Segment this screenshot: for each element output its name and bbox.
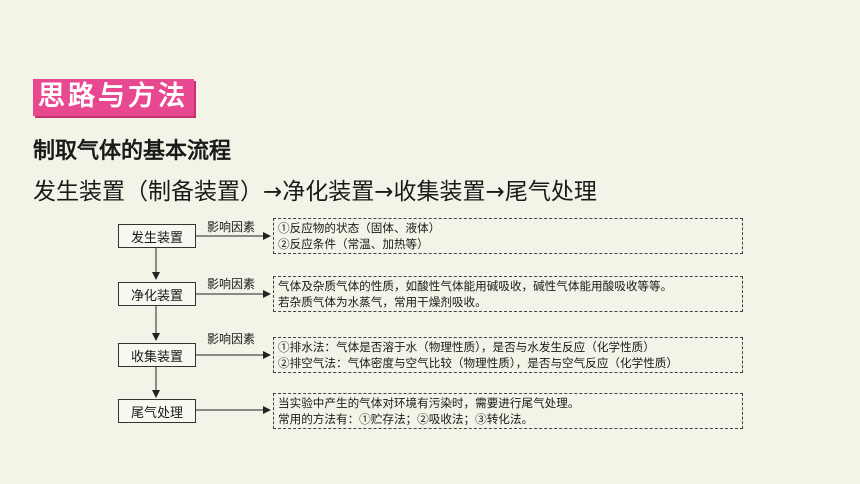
info-line: 气体及杂质气体的性质，如酸性气体能用碱吸收，碱性气体能用酸吸收等等。: [278, 279, 673, 293]
info-line: 常用的方法有：①贮存法；②吸收法；③转化法。: [278, 412, 534, 426]
factor-label: 影响因素: [207, 220, 256, 234]
info-line: 若杂质气体为水蒸气，常用干燥剂吸收。: [278, 295, 487, 309]
flow-summary: 发生装置（制备装置）→净化装置→收集装置→尾气处理: [33, 179, 597, 205]
step-exhaust: 尾气处理: [118, 399, 196, 423]
step-generation: 发生装置: [118, 224, 196, 248]
section-badge: 思路与方法: [33, 79, 194, 116]
factor-label: 影响因素: [207, 277, 256, 291]
factor-label: 影响因素: [207, 332, 256, 346]
step-purification: 净化装置: [118, 282, 196, 306]
info-line: ②排空气法：气体密度与空气比较（物理性质），是否与空气反应（化学性质）: [278, 356, 678, 370]
info-line: ①反应物的状态（固体、液体）: [278, 221, 441, 235]
section-heading: 制取气体的基本流程: [33, 139, 232, 164]
info-line: ②反应条件（常温、加热等）: [278, 237, 429, 251]
info-box-generation: ①反应物的状态（固体、液体） ②反应条件（常温、加热等）: [273, 218, 743, 254]
info-box-purification: 气体及杂质气体的性质，如酸性气体能用碱吸收，碱性气体能用酸吸收等等。 若杂质气体…: [273, 276, 743, 312]
info-box-collection: ①排水法：气体是否溶于水（物理性质），是否与水发生反应（化学性质） ②排空气法：…: [273, 337, 743, 373]
info-line: 当实验中产生的气体对环境有污染时，需要进行尾气处理。: [278, 396, 580, 410]
info-line: ①排水法：气体是否溶于水（物理性质），是否与水发生反应（化学性质）: [278, 340, 655, 354]
step-collection: 收集装置: [118, 343, 196, 367]
info-box-exhaust: 当实验中产生的气体对环境有污染时，需要进行尾气处理。 常用的方法有：①贮存法；②…: [273, 393, 743, 429]
